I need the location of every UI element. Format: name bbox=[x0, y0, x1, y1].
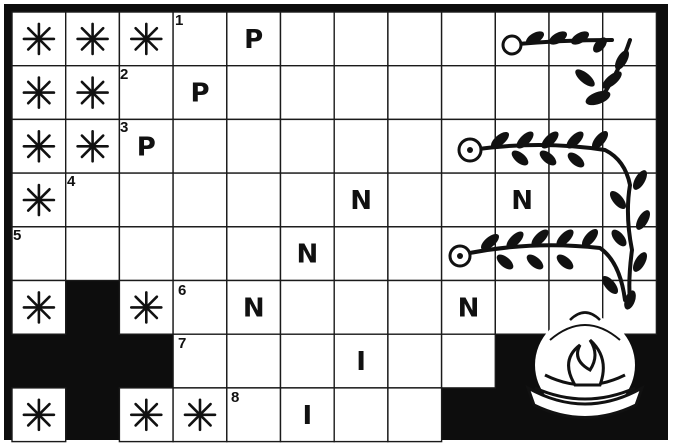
grid-cell[interactable] bbox=[388, 334, 442, 388]
snowflake-icon bbox=[24, 131, 54, 161]
snowflake-icon bbox=[24, 24, 54, 54]
grid-cell[interactable] bbox=[334, 119, 388, 173]
cell-letter: N bbox=[350, 186, 372, 216]
grid-cell[interactable] bbox=[388, 281, 442, 335]
grid-cell[interactable] bbox=[281, 334, 335, 388]
cell-letter: N bbox=[297, 240, 319, 270]
grid-cell[interactable] bbox=[66, 227, 120, 281]
snowflake-icon bbox=[131, 292, 161, 322]
snowflake-icon bbox=[78, 131, 108, 161]
grid-cell[interactable] bbox=[227, 227, 281, 281]
clue-number-2: 2 bbox=[120, 66, 128, 83]
snowflake-icon bbox=[78, 24, 108, 54]
clue-number-8: 8 bbox=[231, 389, 239, 406]
grid-cell[interactable] bbox=[442, 66, 496, 120]
grid-cell[interactable] bbox=[495, 281, 549, 335]
grid-cell[interactable] bbox=[334, 66, 388, 120]
grid-cell[interactable] bbox=[281, 66, 335, 120]
cell-letter: N bbox=[511, 186, 533, 216]
snowflake-icon bbox=[24, 400, 54, 430]
cell-letter: I bbox=[303, 401, 313, 431]
grid-cell[interactable] bbox=[173, 119, 227, 173]
cell-letter: I bbox=[356, 347, 366, 377]
clue-number-6: 6 bbox=[178, 282, 186, 299]
grid-cell[interactable] bbox=[334, 388, 388, 442]
cell-letter: N bbox=[458, 293, 480, 323]
grid-cell[interactable] bbox=[334, 12, 388, 66]
cell-letter: N bbox=[243, 293, 265, 323]
snowflake-icon bbox=[185, 400, 215, 430]
grid-cell[interactable] bbox=[119, 173, 173, 227]
snowflake-icon bbox=[24, 292, 54, 322]
grid-cell[interactable] bbox=[227, 119, 281, 173]
cell-letter: P bbox=[190, 79, 209, 109]
snowflake-icon bbox=[78, 78, 108, 108]
grid-cell[interactable] bbox=[442, 334, 496, 388]
grid-cell[interactable] bbox=[173, 173, 227, 227]
grid-cell[interactable] bbox=[388, 119, 442, 173]
grid-cell[interactable] bbox=[603, 66, 657, 120]
grid-cell[interactable] bbox=[334, 281, 388, 335]
grid-cell[interactable] bbox=[227, 334, 281, 388]
clue-number-4: 4 bbox=[67, 173, 76, 190]
grid-cell[interactable] bbox=[603, 119, 657, 173]
clue-number-3: 3 bbox=[120, 119, 128, 136]
clue-number-7: 7 bbox=[178, 335, 186, 352]
snowflake-icon bbox=[24, 185, 54, 215]
grid-cell[interactable] bbox=[442, 173, 496, 227]
snowflake-icon bbox=[131, 24, 161, 54]
cell-letter: P bbox=[137, 132, 156, 162]
grid-cell[interactable] bbox=[173, 227, 227, 281]
grid-cell[interactable] bbox=[227, 173, 281, 227]
grid-cell[interactable] bbox=[388, 12, 442, 66]
grid-cell[interactable] bbox=[495, 66, 549, 120]
clue-number-5: 5 bbox=[13, 227, 21, 244]
grid-cell[interactable] bbox=[388, 66, 442, 120]
snowflake-icon bbox=[24, 78, 54, 108]
grid-cell[interactable] bbox=[281, 12, 335, 66]
grid-cell[interactable] bbox=[227, 66, 281, 120]
grid-cell[interactable] bbox=[281, 173, 335, 227]
grid-cell[interactable] bbox=[334, 227, 388, 281]
grid-cell[interactable] bbox=[442, 12, 496, 66]
grid-cell[interactable] bbox=[388, 388, 442, 442]
snowflake-icon bbox=[131, 400, 161, 430]
grid-cell[interactable] bbox=[549, 173, 603, 227]
grid-cell[interactable] bbox=[119, 227, 173, 281]
grid-cell[interactable] bbox=[281, 119, 335, 173]
grid-cell[interactable] bbox=[388, 173, 442, 227]
clue-number-1: 1 bbox=[175, 12, 183, 29]
grid-cell[interactable] bbox=[388, 227, 442, 281]
cell-letter: P bbox=[244, 25, 263, 55]
grid-cell[interactable] bbox=[281, 281, 335, 335]
